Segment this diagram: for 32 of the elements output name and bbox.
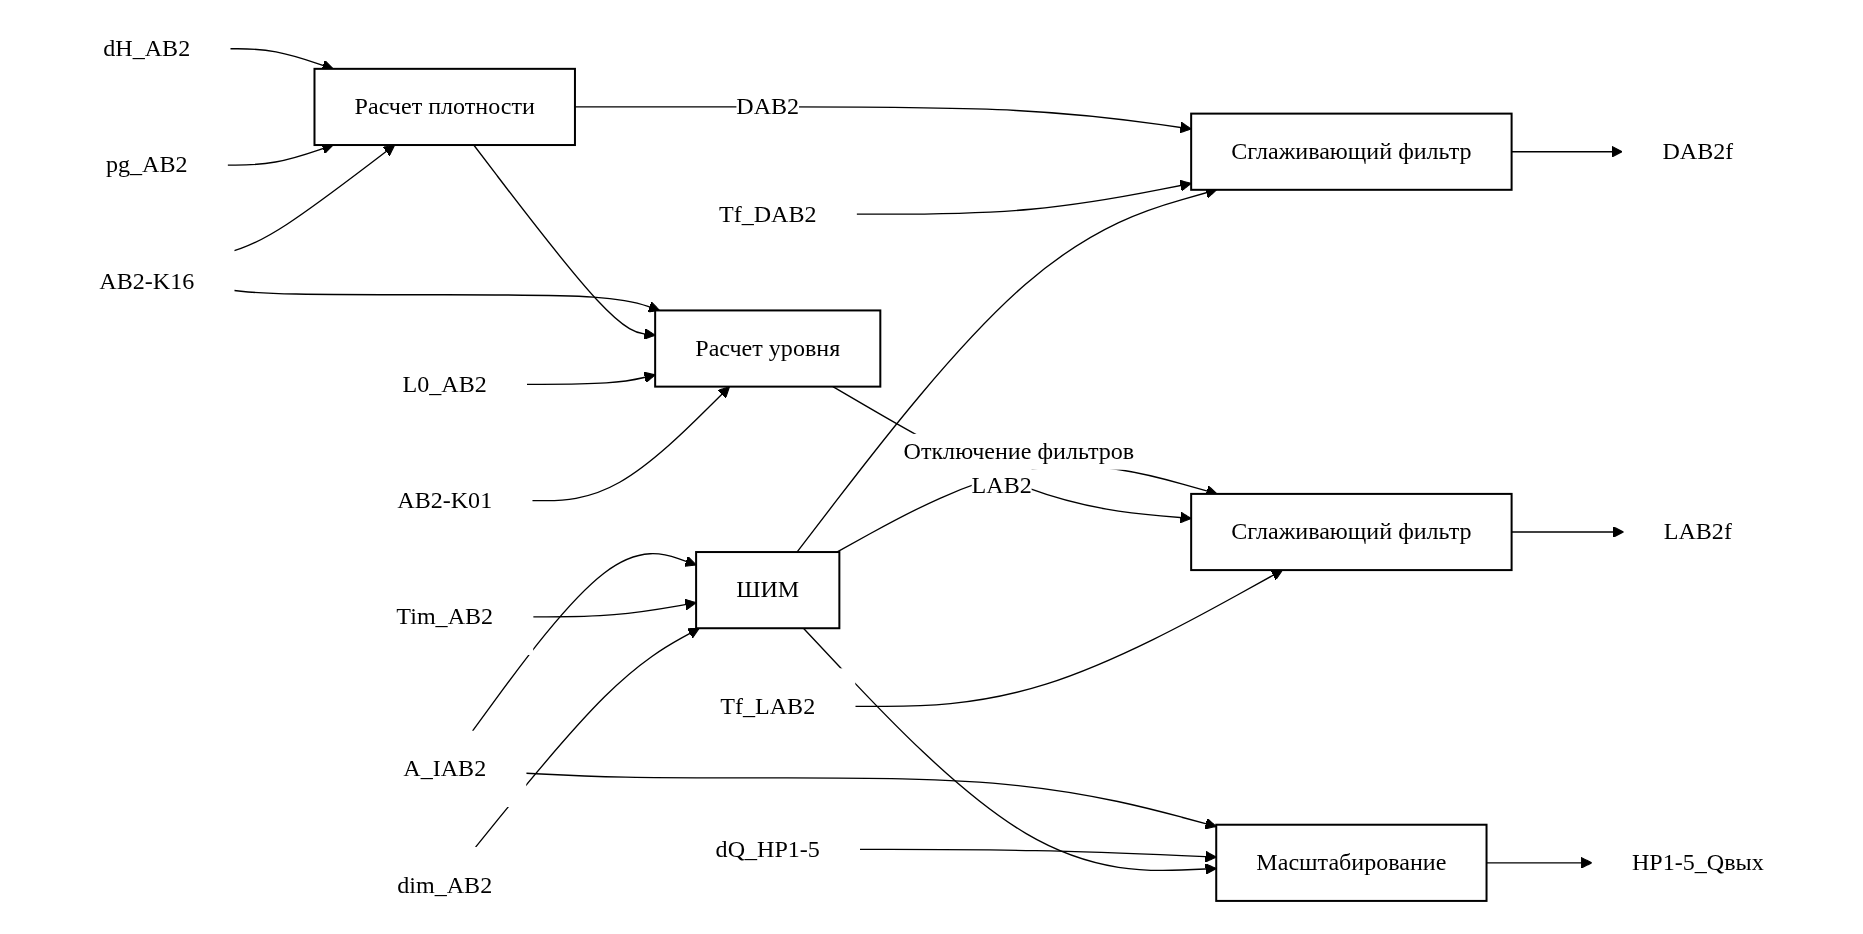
arrow <box>471 553 697 732</box>
arrow <box>531 386 730 502</box>
node-text: Tf_DAB2 <box>718 200 817 227</box>
node-text: HP1-5_Qвых <box>1631 848 1764 876</box>
node-text: AB2-K16 <box>99 267 195 295</box>
node-box: Расчет плотности <box>313 67 576 147</box>
arrow <box>574 106 1192 134</box>
node-text: DAB2f <box>1662 137 1734 165</box>
node-text: L0_AB2 <box>402 370 487 397</box>
arrow <box>526 371 656 385</box>
arrow <box>474 627 700 848</box>
node-text: pg_AB2 <box>105 151 188 178</box>
node-box: Сглаживающий фильтр <box>1190 112 1513 191</box>
node-text: dH_AB2 <box>103 34 191 62</box>
node-box: Масштабирование <box>1215 823 1488 902</box>
arrow <box>525 772 1217 830</box>
node-text: dim_AB2 <box>397 871 493 898</box>
node-text: dQ_HP1-5 <box>715 835 820 863</box>
node-text: Tim_AB2 <box>396 602 494 630</box>
edge-label: DAB2 <box>736 92 800 120</box>
arrow <box>532 598 697 618</box>
node-text: LAB2f <box>1663 517 1732 545</box>
node-box: Сглаживающий фильтр <box>1190 492 1513 572</box>
node-box: ШИМ <box>695 551 841 630</box>
arrow <box>233 289 661 313</box>
edge-label: Отключение фильтров <box>903 437 1135 465</box>
arrow <box>855 179 1192 215</box>
arrow <box>859 848 1217 863</box>
node-text: AB2-K01 <box>397 486 493 514</box>
node-box: Расчет уровня <box>654 309 882 388</box>
edge-label: LAB2 <box>971 471 1032 499</box>
node-text: Tf_LAB2 <box>720 692 816 720</box>
